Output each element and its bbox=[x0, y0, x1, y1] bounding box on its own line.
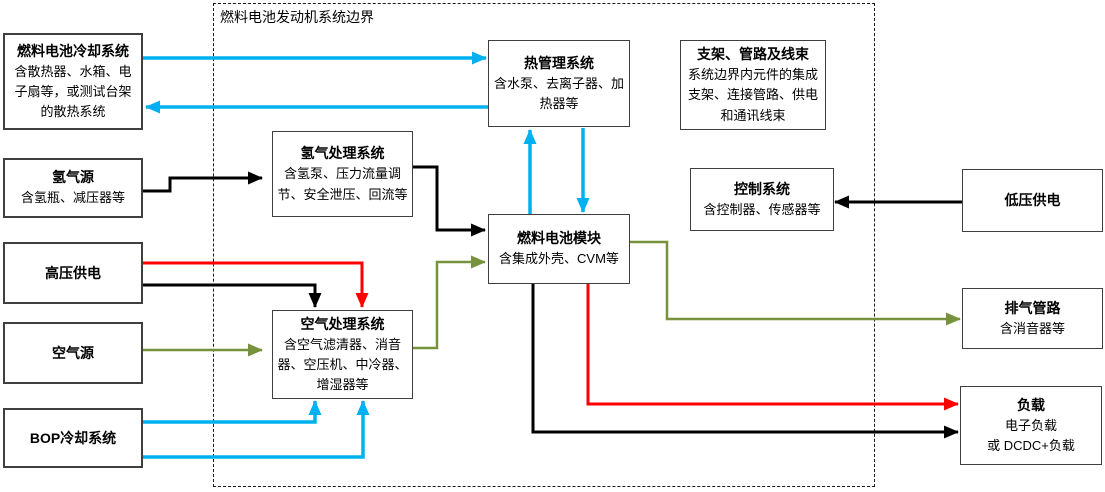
box-desc: 含空气滤清器、消音器、空压机、中冷器、增湿器等 bbox=[277, 336, 408, 393]
box-load: 负载 电子负载 或 DCDC+负载 bbox=[960, 386, 1102, 465]
box-bracket-piping-harness: 支架、管路及线束 系统边界内元件的集成支架、连接管路、供电和通讯线束 bbox=[680, 40, 826, 130]
box-desc: 含氢泵、压力流量调节、安全泄压、回流等 bbox=[277, 166, 408, 202]
box-title: 氢气源 bbox=[52, 169, 94, 186]
edge-module-to-load-red bbox=[586, 284, 959, 411]
edge-bop-to-airsystem-2 bbox=[143, 400, 370, 459]
box-desc: 含集成外壳、CVM等 bbox=[499, 251, 619, 267]
box-title: 氢气处理系统 bbox=[300, 145, 385, 162]
box-desc: 含散热器、水箱、电子扇等，或测试台架的散热系统 bbox=[14, 63, 132, 120]
box-title: 负载 bbox=[1017, 396, 1045, 413]
box-fuel-cell-cooling-system: 燃料电池冷却系统 含散热器、水箱、电子扇等，或测试台架的散热系统 bbox=[3, 33, 143, 130]
box-control-system: 控制系统 含控制器、传感器等 bbox=[690, 168, 834, 231]
box-desc: 系统边界内元件的集成支架、连接管路、供电和通讯线束 bbox=[687, 67, 818, 123]
box-desc: 或 DCDC+负载 bbox=[987, 438, 1075, 453]
box-desc: 含消音器等 bbox=[999, 320, 1065, 336]
box-air-source: 空气源 bbox=[3, 322, 143, 384]
edge-module-to-exhaust bbox=[630, 240, 961, 326]
system-boundary-label: 燃料电池发动机系统边界 bbox=[220, 9, 374, 25]
box-air-processing-system: 空气处理系统 含空气滤清器、消音器、空压机、中冷器、增湿器等 bbox=[272, 310, 413, 399]
system-boundary-box bbox=[213, 3, 875, 487]
box-desc: 含水泵、去离子器、加热器等 bbox=[493, 75, 624, 111]
box-hydrogen-source: 氢气源 含氢瓶、减压器等 bbox=[3, 158, 143, 218]
box-thermal-management-system: 热管理系统 含水泵、去离子器、加热器等 bbox=[488, 40, 630, 127]
box-title: 控制系统 bbox=[734, 180, 790, 197]
edge-hvpower-to-airsystem-red bbox=[143, 261, 369, 308]
box-desc: 电子负载 bbox=[1004, 417, 1057, 433]
edge-hvpower-to-airsystem-black bbox=[143, 283, 322, 308]
box-desc: 含控制器、传感器等 bbox=[703, 201, 821, 217]
edge-airsystem-to-module bbox=[413, 255, 486, 350]
box-desc: 含氢瓶、减压器等 bbox=[20, 190, 125, 206]
box-title: 热管理系统 bbox=[524, 54, 594, 71]
box-title: 低压供电 bbox=[1004, 192, 1061, 208]
box-title: 支架、管路及线束 bbox=[697, 46, 809, 63]
box-title: 排气管路 bbox=[1004, 299, 1061, 316]
box-title: BOP冷却系统 bbox=[29, 429, 117, 446]
edge-h2source-to-h2system bbox=[143, 171, 263, 193]
edge-module-to-load-black bbox=[531, 284, 959, 439]
box-title: 燃料电池模块 bbox=[517, 230, 601, 247]
box-high-voltage-power: 高压供电 bbox=[3, 242, 143, 304]
edge-h2system-to-module bbox=[413, 165, 486, 237]
box-title: 空气源 bbox=[52, 344, 94, 361]
edge-bop-to-airsystem-1 bbox=[143, 400, 322, 424]
box-hydrogen-processing-system: 氢气处理系统 含氢泵、压力流量调节、安全泄压、回流等 bbox=[272, 131, 413, 217]
box-bop-cooling-system: BOP冷却系统 bbox=[3, 408, 143, 468]
box-title: 高压供电 bbox=[45, 264, 101, 281]
box-title: 空气处理系统 bbox=[300, 315, 385, 332]
box-low-voltage-power: 低压供电 bbox=[962, 169, 1103, 232]
box-fuel-cell-module: 燃料电池模块 含集成外壳、CVM等 bbox=[488, 214, 630, 284]
box-title: 燃料电池冷却系统 bbox=[17, 42, 129, 59]
box-exhaust-piping: 排气管路 含消音器等 bbox=[962, 288, 1103, 349]
